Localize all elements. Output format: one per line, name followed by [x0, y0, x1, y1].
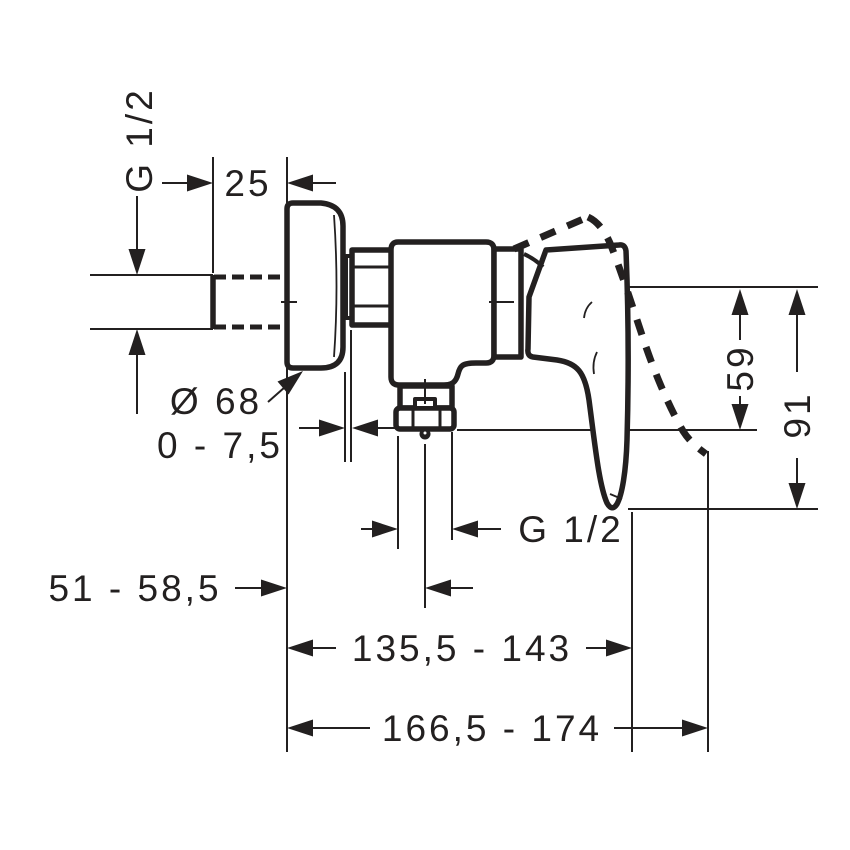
escutcheon	[281, 200, 346, 371]
height-to-outlet-label: 59	[720, 344, 761, 391]
wall-to-outlet-center-label: 51 - 58,5	[48, 568, 221, 609]
supply-thread-label: G 1/2	[119, 87, 160, 193]
mixer-body	[388, 239, 497, 388]
wall-to-handle-tip-label: 135,5 - 143	[352, 628, 572, 669]
outlet-thread-label: G 1/2	[518, 509, 624, 550]
handle-raised-outline-dashed	[512, 213, 709, 457]
extension-lines	[90, 157, 818, 752]
dimension-labels: G 1/2 25 Ø 68 0 - 7,5 59 91 G 1/2 51 - 5…	[48, 87, 818, 749]
wall-supply-stub	[210, 274, 287, 330]
adjust-range-label: 0 - 7,5	[157, 425, 283, 466]
escutcheon-diameter-label: Ø 68	[170, 381, 262, 422]
handle	[523, 242, 631, 511]
hose-outlet	[393, 379, 457, 440]
dimension-lines	[128, 174, 806, 737]
wall-to-handle-max-label: 166,5 - 174	[382, 708, 602, 749]
stub-length-label: 25	[224, 163, 271, 204]
union-nut	[344, 247, 395, 328]
height-to-handle-tip-label: 91	[777, 391, 818, 438]
cartridge-band	[489, 246, 524, 360]
